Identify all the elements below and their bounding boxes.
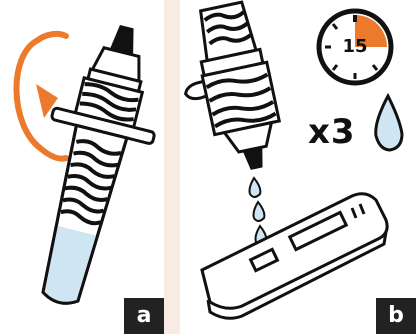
- panel-a-label: a: [124, 298, 164, 334]
- panel-a-illustration: [0, 0, 164, 334]
- dropper-tube-icon: [180, 0, 288, 180]
- panel-b-label: b: [376, 298, 416, 334]
- panel-a: a: [0, 0, 164, 334]
- panel-b: b: [180, 0, 416, 334]
- falling-drops: [250, 178, 267, 245]
- test-cassette-icon: [202, 194, 387, 319]
- drop-icon: [376, 96, 402, 150]
- rotate-arrow-icon: [16, 34, 66, 159]
- panel-b-illustration: [180, 0, 416, 334]
- timer-value: 15: [340, 36, 370, 57]
- extraction-tube-icon: [9, 14, 164, 315]
- drop-count-text: x3: [308, 112, 356, 152]
- panel-divider: [164, 0, 180, 334]
